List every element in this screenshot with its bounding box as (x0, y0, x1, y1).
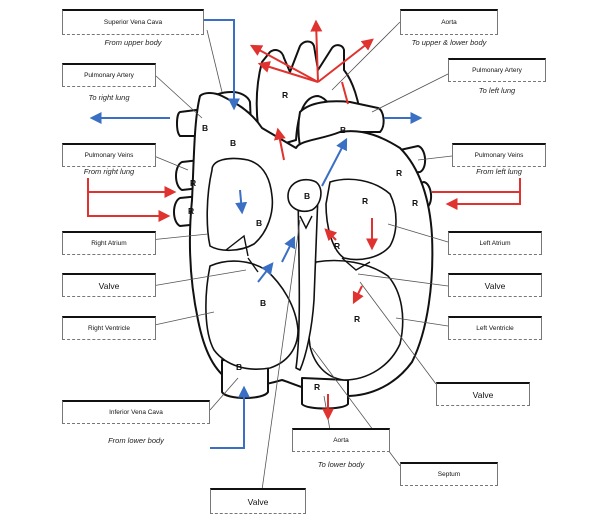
letter-ra: B (256, 218, 262, 228)
label-valve-aortic[interactable]: Valve (436, 382, 530, 406)
label-left-atrium[interactable]: Left Atrium (448, 231, 542, 255)
letter-la: R (362, 196, 368, 206)
deoxygenated-flow (89, 19, 423, 449)
letter-mitral: R (334, 241, 340, 251)
letter-svc: B (230, 138, 236, 148)
valve-flaps (225, 215, 371, 273)
letter-pv-left-2: R (412, 198, 418, 208)
oxygenated-flow (87, 19, 521, 421)
label-pulmonary-artery-left[interactable]: Pulmonary Artery (448, 58, 546, 82)
label-pulmonary-artery-right[interactable]: Pulmonary Artery (62, 63, 156, 87)
label-right-atrium[interactable]: Right Atrium (62, 231, 156, 255)
note-from-upper-body: From upper body (104, 38, 162, 47)
label-valve-tricuspid[interactable]: Valve (62, 273, 156, 297)
label-valve-mitral[interactable]: Valve (448, 273, 542, 297)
letter-rv: B (260, 298, 266, 308)
letter-aorta: R (282, 90, 288, 100)
note-from-left-lung: From left lung (476, 167, 522, 176)
letter-pa-right: B (202, 123, 208, 133)
note-from-right-lung: From right lung (83, 167, 135, 176)
label-pulmonary-veins-left[interactable]: Pulmonary Veins (452, 143, 546, 167)
note-from-lower-body: From lower body (108, 436, 164, 445)
label-right-ventricle[interactable]: Right Ventricle (62, 316, 156, 340)
label-inferior-vena-cava[interactable]: Inferior Vena Cava (62, 400, 210, 424)
label-septum[interactable]: Septum (400, 462, 498, 486)
note-to-right-lung: To right lung (88, 93, 130, 102)
letter-lv: R (354, 314, 360, 324)
letter-pv-left-1: R (396, 168, 402, 178)
label-pulmonary-veins-right[interactable]: Pulmonary Veins (62, 143, 156, 167)
letter-pv-right-2: R (188, 206, 194, 216)
note-to-lower-body: To lower body (317, 460, 365, 469)
label-superior-vena-cava[interactable]: Superior Vena Cava (62, 9, 204, 35)
letter-ivc: B (236, 362, 242, 372)
blood-letters: R B B B R R B R R R B R B R B R (188, 90, 418, 392)
label-aorta-top[interactable]: Aorta (400, 9, 498, 35)
label-aorta-bottom[interactable]: Aorta (292, 428, 390, 452)
label-left-ventricle[interactable]: Left Ventricle (448, 316, 542, 340)
letter-pv-right-1: R (190, 178, 196, 188)
letter-aortic-root: B (304, 191, 310, 201)
letter-pa-trunk: B (340, 125, 346, 135)
note-to-upper-lower-body: To upper & lower body (411, 38, 487, 47)
letter-desc-aorta: R (314, 382, 320, 392)
note-to-left-lung: To left lung (478, 86, 516, 95)
label-valve-pulmonary[interactable]: Valve (210, 488, 306, 514)
heart-chambers (205, 157, 404, 381)
